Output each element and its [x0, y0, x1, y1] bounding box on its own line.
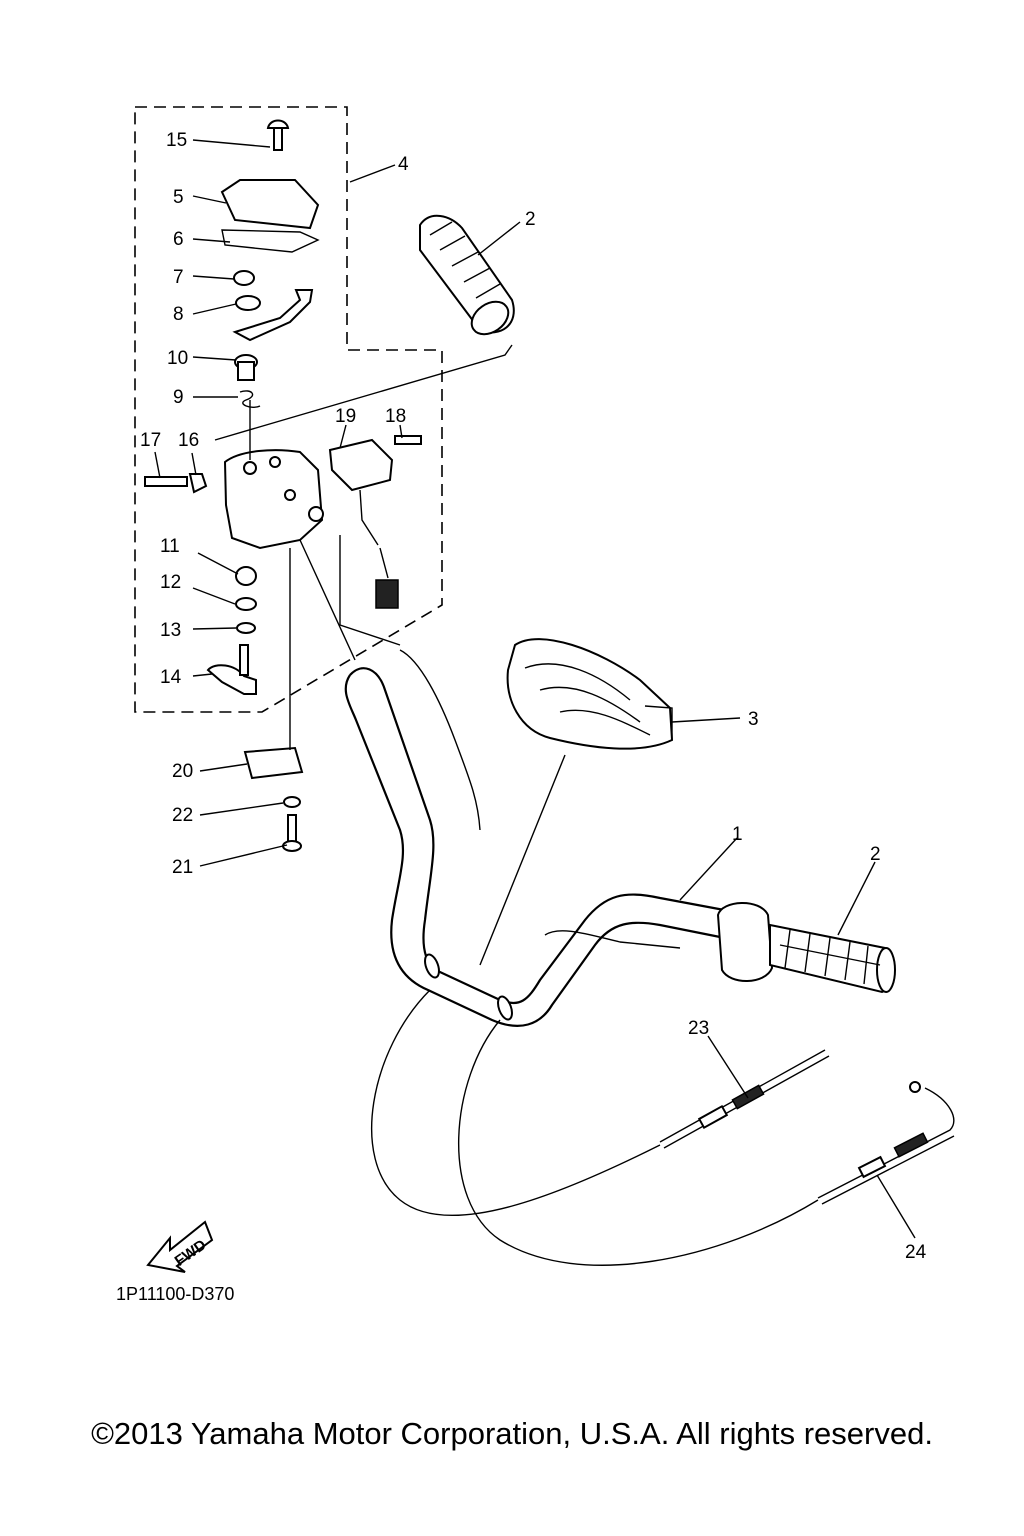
switch-housing	[223, 449, 324, 550]
cable-route	[457, 1019, 819, 1266]
handlebar-pad	[506, 638, 674, 750]
callout-22: 22	[172, 805, 193, 826]
callout-18: 18	[385, 406, 406, 427]
callout-4: 4	[398, 154, 409, 175]
callout-2: 2	[870, 844, 881, 865]
callout-labels: 1 2 2 3 4 5 6 7 8 9 10 11 12 13 14 15 16…	[140, 130, 927, 1263]
throttle-cable	[544, 930, 681, 949]
callout-7: 7	[173, 267, 184, 288]
callout-20: 20	[172, 761, 193, 782]
leader-lines	[154, 139, 916, 1239]
callout-9: 9	[173, 387, 184, 408]
handlebar	[344, 667, 736, 1027]
callout-15: 15	[166, 130, 187, 151]
callout-5: 5	[173, 187, 184, 208]
callout-19: 19	[335, 406, 356, 427]
callout-23: 23	[688, 1018, 709, 1039]
callout-12: 12	[160, 572, 181, 593]
callout-6: 6	[173, 229, 184, 250]
callout-14: 14	[160, 667, 182, 688]
callout-21: 21	[172, 857, 193, 878]
callout-17: 17	[140, 430, 161, 451]
callout-8: 8	[173, 304, 184, 325]
copyright-notice: ©2013 Yamaha Motor Corporation, U.S.A. A…	[91, 1416, 933, 1451]
choke-cable	[399, 649, 481, 831]
callout-13: 13	[160, 620, 181, 641]
callout-16: 16	[178, 430, 199, 451]
callout-11: 11	[160, 536, 180, 557]
assembly-boundary	[134, 106, 443, 713]
left-grip	[419, 214, 515, 336]
cable-23	[659, 1049, 830, 1149]
guide-lines	[214, 344, 566, 966]
fwd-arrow-icon: FWD	[146, 1220, 214, 1273]
callout-24: 24	[905, 1242, 927, 1263]
callout-10: 10	[167, 348, 188, 369]
right-grip-assembly	[716, 902, 896, 994]
switch-19	[328, 438, 399, 609]
callout-1: 1	[732, 824, 743, 845]
diagram-code: 1P11100-D370	[116, 1284, 234, 1304]
cable-24	[817, 1081, 955, 1205]
callout-3: 3	[748, 709, 759, 730]
hardware-parts	[144, 119, 422, 852]
cable-route	[371, 989, 661, 1217]
callout-2: 2	[525, 209, 536, 230]
